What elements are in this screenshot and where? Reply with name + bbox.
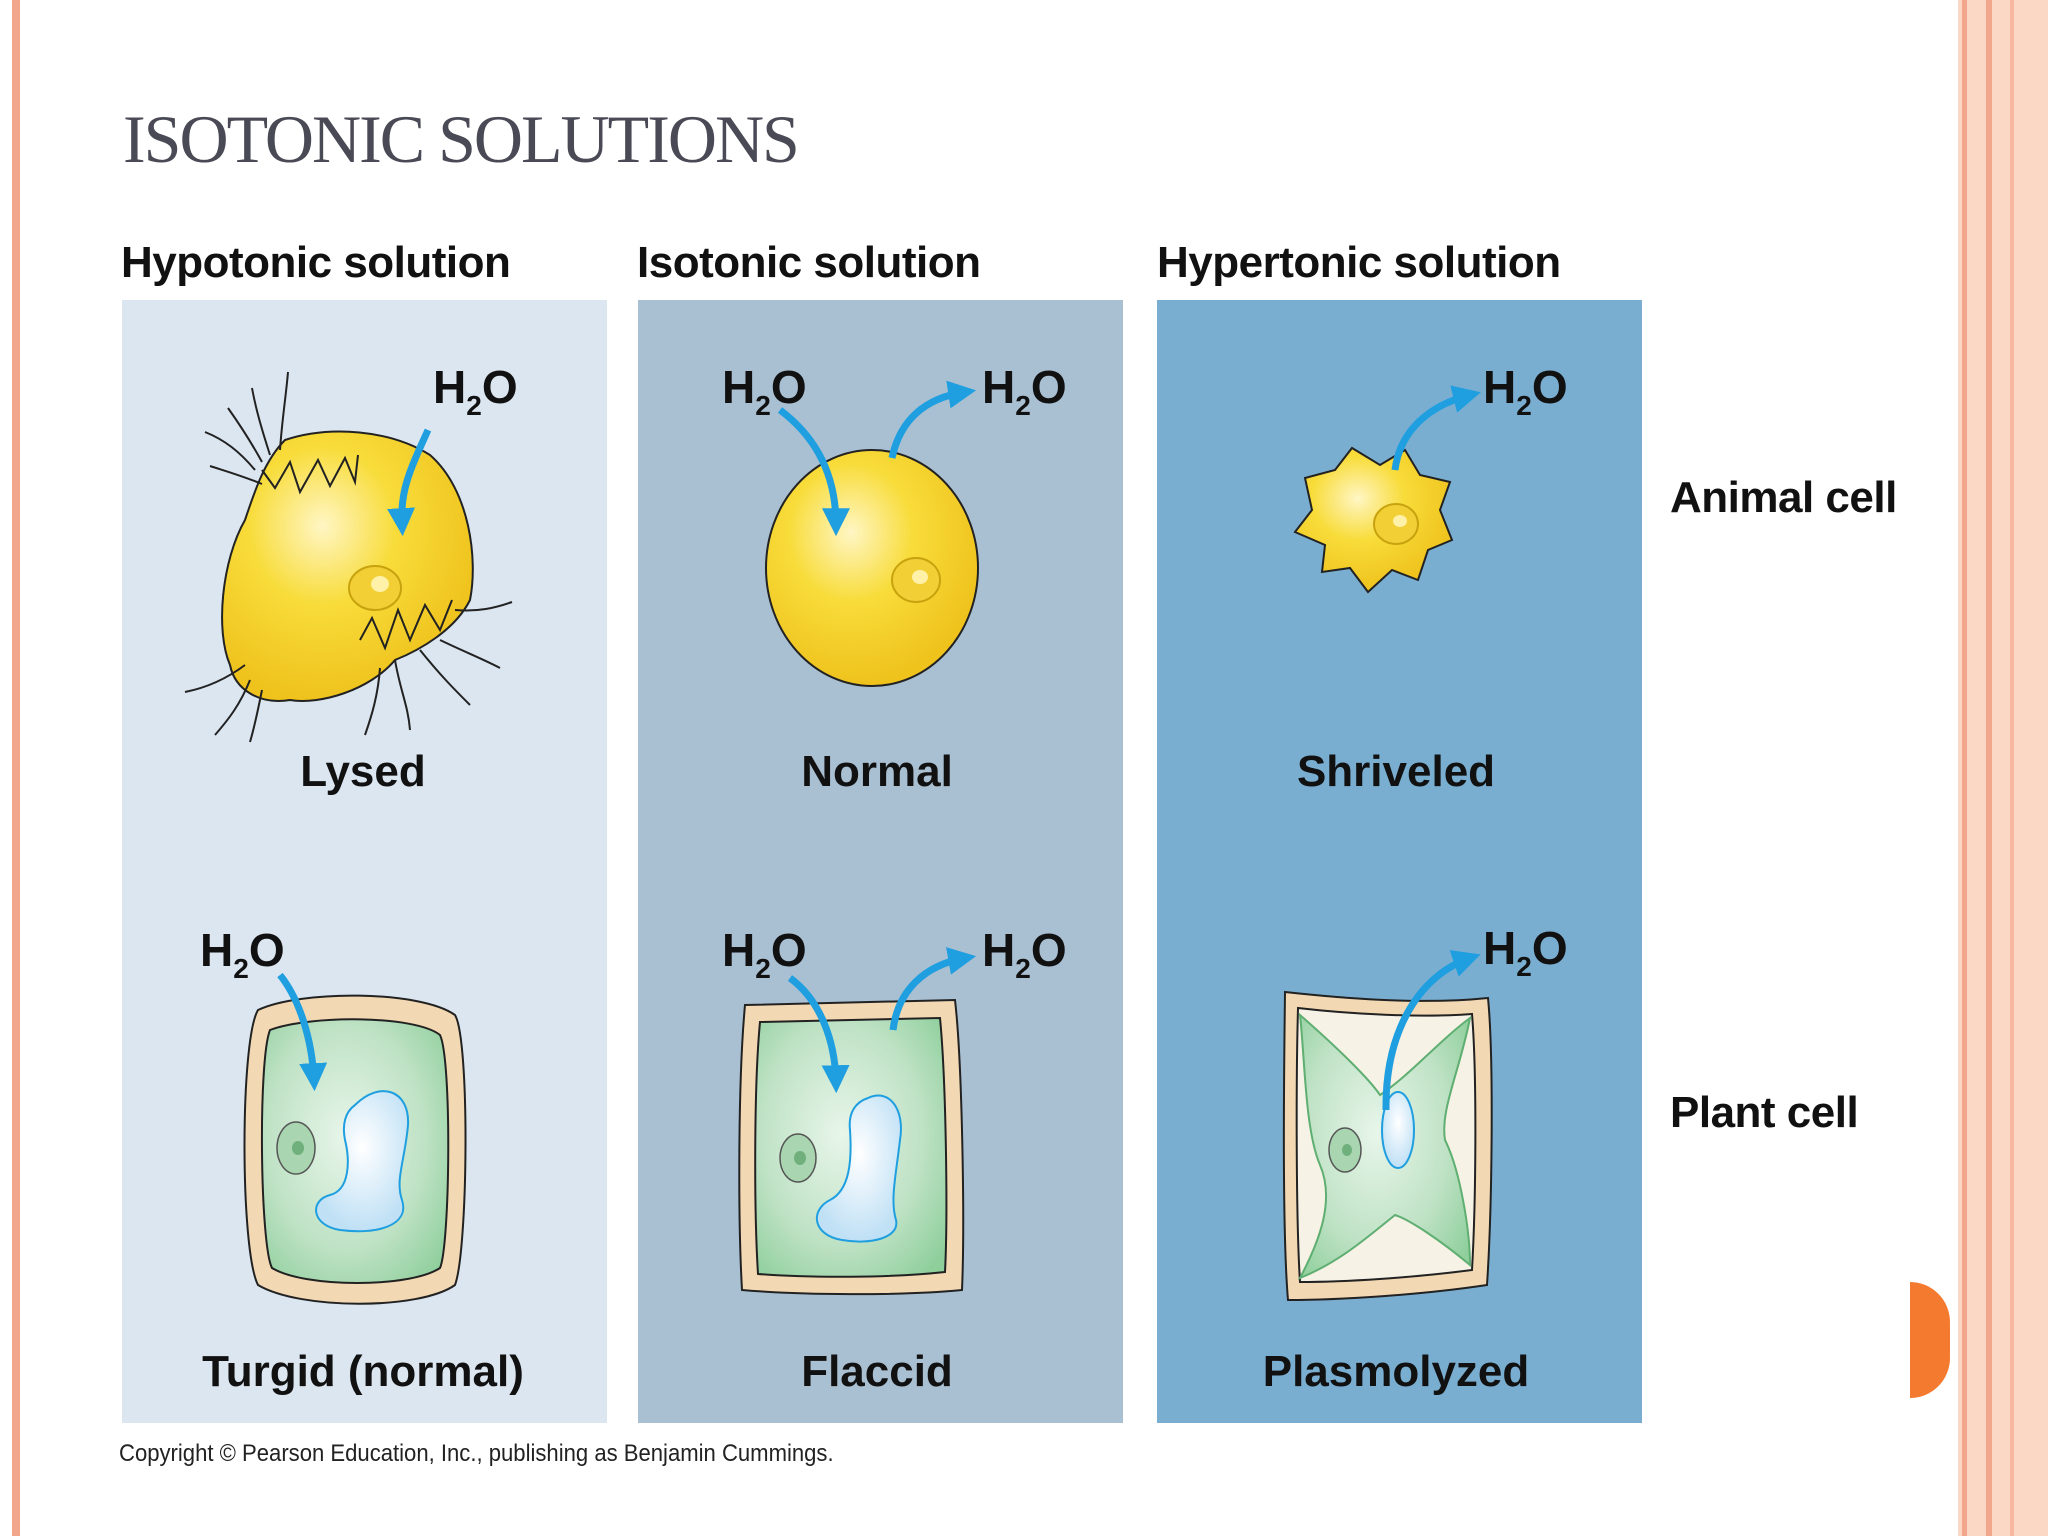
isotonic-animal-water-in-arrow — [777, 407, 850, 537]
isotonic-animal-h2o-in: H2O — [722, 361, 807, 421]
animal-cell-row-label: Animal cell — [1670, 473, 1897, 522]
hypertonic-animal-h2o: H2O — [1483, 361, 1568, 421]
hypertonic-plant-h2o: H2O — [1483, 922, 1568, 982]
plant-cell-row-label: Plant cell — [1670, 1088, 1859, 1137]
hypotonic-plant-h2o: H2O — [200, 924, 285, 984]
isotonic-animal-h2o-out: H2O — [982, 361, 1067, 421]
normal-label: Normal — [801, 747, 953, 796]
hypotonic-animal-water-arrow — [387, 428, 432, 537]
lysed-label: Lysed — [300, 747, 426, 796]
turgid-plant-cell — [243, 994, 467, 1305]
right-border-line-3 — [2010, 0, 2014, 1536]
hypertonic-animal-water-out-arrow — [1391, 385, 1481, 471]
normal-animal-cell — [765, 449, 979, 687]
shriveled-label: Shriveled — [1297, 747, 1495, 796]
hypotonic-animal-h2o: H2O — [433, 361, 518, 421]
isotonic-plant-h2o-in: H2O — [722, 924, 807, 984]
lysed-animal-cell — [184, 371, 513, 743]
shriveled-animal-cell — [1293, 446, 1454, 594]
right-border-line-1 — [1962, 0, 1967, 1536]
hypertonic-heading: Hypertonic solution — [1157, 238, 1561, 287]
isotonic-plant-h2o-out: H2O — [982, 924, 1067, 984]
isotonic-plant-water-out-arrow — [889, 947, 977, 1031]
hypertonic-plant-water-out-arrow — [1382, 950, 1481, 1111]
plasmolyzed-label: Plasmolyzed — [1263, 1347, 1530, 1396]
plasmolyzed-plant-cell — [1282, 990, 1493, 1302]
isotonic-plant-water-in-arrow — [787, 975, 850, 1094]
slide-title: ISOTONIC SOLUTIONS — [123, 101, 800, 177]
right-border-band — [1958, 0, 2048, 1536]
left-border-stripe — [12, 0, 20, 1536]
next-slide-arrow-icon[interactable] — [1910, 1282, 1950, 1398]
copyright-notice: Copyright © Pearson Education, Inc., pub… — [119, 1440, 834, 1467]
turgid-label: Turgid (normal) — [202, 1347, 524, 1396]
isotonic-animal-water-out-arrow — [888, 380, 977, 459]
flaccid-label: Flaccid — [801, 1347, 953, 1396]
flaccid-plant-cell — [738, 998, 965, 1296]
right-border-line-2 — [1986, 0, 1992, 1536]
hypotonic-plant-water-arrow — [277, 972, 328, 1092]
isotonic-heading: Isotonic solution — [637, 238, 981, 287]
hypotonic-heading: Hypotonic solution — [121, 238, 511, 287]
